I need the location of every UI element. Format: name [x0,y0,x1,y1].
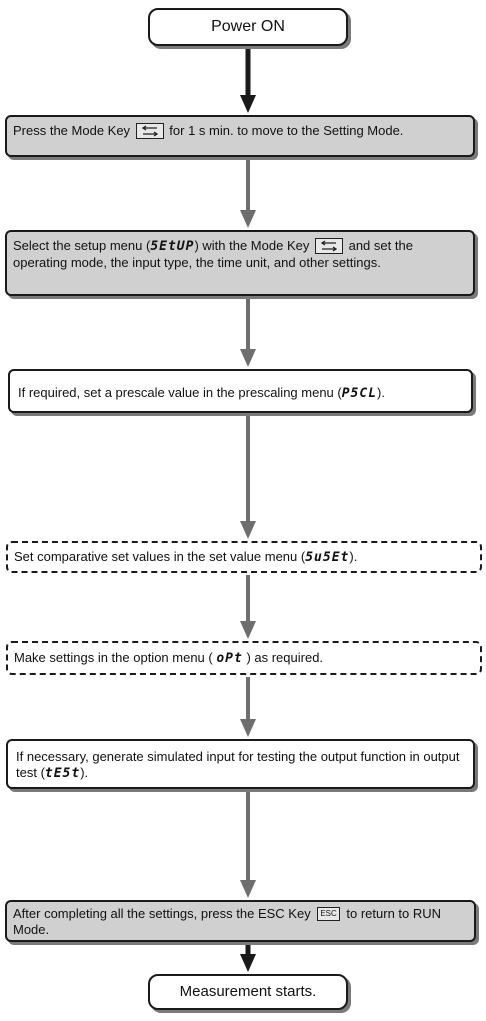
arrow-step-6-to-step-7 [240,792,256,898]
mode-key-icon [314,237,343,254]
arrow-start-to-step-1 [240,48,256,113]
step-6-text-a: If necessary, generate simulated input f… [16,749,460,780]
step-setup-menu: Select the setup menu (5EtUP) with the M… [5,230,475,296]
step-mode-key: Press the Mode Key for 1 s min. to move … [5,115,475,157]
step-7-text-a: After completing all the settings, press… [13,906,311,921]
step-esc-key: After completing all the settings, press… [5,900,476,942]
arrow-step-1-to-step-2 [240,160,256,228]
step-set-value: Set comparative set values in the set va… [6,541,482,573]
arrow-step-3-to-step-4 [240,416,256,539]
step-2-text-a: Select the setup menu ( [13,238,151,253]
step-4-text-b: ). [349,548,358,564]
step-5-text-b: ) as required. [242,649,324,665]
step-7-text-b: to return to RUN Mode. [13,906,442,937]
step-output-test: If necessary, generate simulated input f… [6,739,475,789]
step-3-text-b: ). [377,385,385,400]
end-label: Measurement starts. [179,983,317,1000]
start-label: Power ON [211,18,285,35]
option-menu-code: oPt [216,650,243,666]
step-1-text-a: Press the Mode Key [13,123,131,138]
arrow-step-4-to-step-5 [240,575,256,639]
step-1-text-b: for 1 s min. to move to the Setting Mode… [165,123,404,138]
step-4-text-a: Set comparative set values in the set va… [14,548,306,564]
esc-key-icon: ESC [317,906,340,921]
start-terminal: Power ON [148,8,348,46]
prescale-menu-code: P5CL [341,386,378,401]
step-5-text-a: Make settings in the option menu ( [14,649,217,665]
step-2-text-b: ) with the Mode Key [194,238,310,253]
step-option-menu: Make settings in the option menu ( oPt )… [6,641,482,675]
arrow-step-7-to-end [240,945,256,972]
set-value-menu-code: 5u5Et [305,549,350,565]
arrow-step-2-to-step-3 [240,299,256,367]
mode-key-icon [135,122,164,139]
step-2-text-c: and set the operating mode, the input ty… [13,238,413,270]
output-test-code: tE5t [44,766,81,781]
step-6-text-b: ). [80,765,89,780]
arrow-step-5-to-step-6 [240,677,256,737]
step-prescale: If required, set a prescale value in the… [8,369,473,413]
setup-menu-code: 5EtUP [150,239,195,254]
end-terminal: Measurement starts. [148,974,348,1010]
step-3-text-a: If required, set a prescale value in the… [18,385,342,400]
